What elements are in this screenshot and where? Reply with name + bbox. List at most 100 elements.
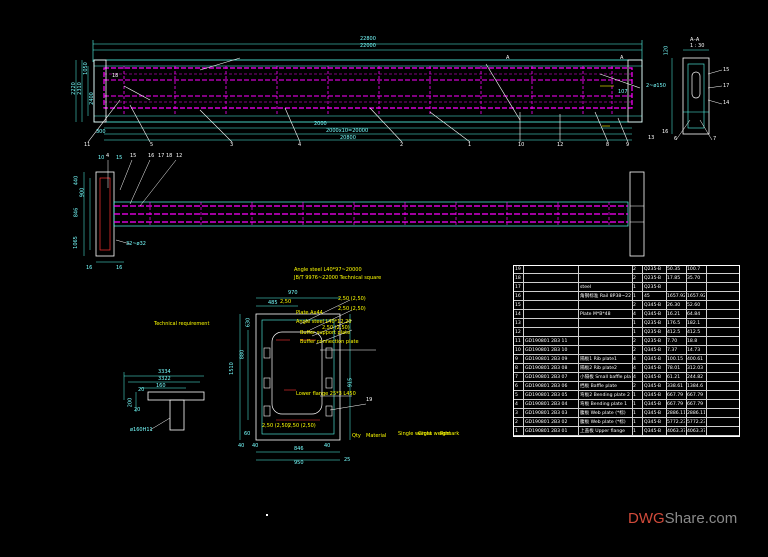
watermark-logo: DWGShare.com xyxy=(628,510,737,527)
callout-2: 2 xyxy=(400,142,404,148)
table-cell-mat: Q345-B xyxy=(644,375,662,380)
side-callout-12: 12 xyxy=(176,153,183,159)
table-cell-code xyxy=(525,329,577,337)
table-cell-name: 腹板 Web plate (*标) xyxy=(580,411,626,416)
table-cell-no: 5 xyxy=(515,393,518,398)
table-cell-mat: Q345-B xyxy=(644,312,662,317)
table-cell-no: 3 xyxy=(515,411,518,416)
side-callout-16: 16 xyxy=(148,153,155,159)
table-cell-mat: Q345-B xyxy=(644,384,662,389)
table-cell-mat: Q345-B xyxy=(644,348,662,353)
table-cell-name: 弯板 Bending plate 1 xyxy=(580,402,628,407)
table-cell-qty: 4 xyxy=(633,366,636,371)
end-dim-60: 60 xyxy=(244,431,251,437)
table-cell-qty: 1 xyxy=(633,420,636,425)
end-dim-40c: 40 xyxy=(238,443,245,449)
table-cell-name xyxy=(580,329,631,337)
end-view xyxy=(239,297,376,461)
table-cell-mat: Q345-B xyxy=(644,357,662,362)
dim-rail-length: 22000 xyxy=(360,43,376,49)
table-cell-no: 10 xyxy=(515,348,521,353)
table-cell-g: 667.79 xyxy=(687,393,704,398)
table-cell-w: 1657.92 xyxy=(667,294,685,299)
table-cell-name: 隔板1 Rib plate1 xyxy=(580,357,617,362)
table-cell-name xyxy=(580,266,631,274)
table-cell-code xyxy=(525,266,577,274)
table-cell-qty: 2 xyxy=(633,303,636,308)
table-cell-mat: Q235-B xyxy=(644,267,662,272)
table-cell-mat: Q235-B xyxy=(644,276,662,281)
footer-qty: Qty xyxy=(352,433,361,439)
end-note-1: 2,50 (2,50) xyxy=(338,296,366,302)
table-cell-qty: 2 xyxy=(633,339,636,344)
end-dim-846: 846 xyxy=(294,446,304,452)
side-dim-16b: 16 xyxy=(116,265,123,271)
table-cell-name: steel xyxy=(580,285,592,290)
table-cell-g: 667.79 xyxy=(687,402,704,407)
end-callout-19: 19 xyxy=(366,397,373,403)
table-cell-qty: 2 xyxy=(633,267,636,272)
table-cell-qty: 2 xyxy=(633,276,636,281)
table-cell-g: 2886.11 xyxy=(687,411,705,416)
callout-12: 12 xyxy=(557,142,564,148)
table-cell-code: GD190801 2B3 04 xyxy=(525,402,568,407)
side-callout-4: 4 xyxy=(106,153,110,159)
dim-bottom-2: 2000x10=20000 xyxy=(326,128,369,134)
table-cell-g: 312.03 xyxy=(687,366,704,371)
callout-10: 10 xyxy=(518,142,525,148)
top-view xyxy=(75,40,643,143)
detail-dim-20a: 20 xyxy=(138,387,145,393)
table-cell-g: 182.1 xyxy=(687,321,701,326)
table-cell-no: 8 xyxy=(515,366,518,371)
table-cell-w: 2886.11 xyxy=(667,411,685,416)
table-cell-mat: Q345-B xyxy=(644,420,662,425)
table-cell-w: 100.15 xyxy=(667,357,684,362)
table-cell-qty: 2 xyxy=(633,348,636,353)
callout-4: 4 xyxy=(298,142,302,148)
end-label-angle: Angle steel L40*12,20 xyxy=(296,319,352,325)
footer-gross-weight: Gross weight xyxy=(418,431,451,437)
table-cell-g: 4063.37 xyxy=(687,429,705,434)
table-cell-name xyxy=(580,275,631,283)
table-cell-no: 11 xyxy=(515,339,521,344)
watermark-suffix: Share.com xyxy=(664,510,738,527)
end-dim-40a: 40 xyxy=(252,443,259,449)
table-cell-g: 1657.92 xyxy=(687,294,705,299)
table-cell-name: 上盖板 Upper flange xyxy=(580,429,625,434)
detail-dim-20b: 20 xyxy=(134,407,141,413)
callout-9: 9 xyxy=(626,142,630,148)
section-title: A–A xyxy=(690,37,700,43)
callout-8: 8 xyxy=(606,142,610,148)
callout-15: 15 xyxy=(723,67,730,73)
callout-18: 18 xyxy=(112,73,119,79)
table-cell-no: 1 xyxy=(515,429,518,434)
table-cell-mat: Q235-B xyxy=(644,339,662,344)
table-cell-w xyxy=(667,284,685,292)
side-dim-1065: 1065 xyxy=(72,236,79,249)
table-cell-mat: Q235-B xyxy=(644,321,662,326)
table-cell-g: 64.84 xyxy=(687,312,701,317)
table-cell-w: 50.35 xyxy=(667,267,681,272)
side-dim-440: 440 xyxy=(73,175,80,186)
table-cell-no: 18 xyxy=(515,276,521,281)
side-view xyxy=(83,159,645,263)
section-marker-a-right: A xyxy=(620,55,624,61)
table-cell-g: 100.7 xyxy=(687,267,701,272)
table-cell-w: 176.5 xyxy=(667,321,681,326)
side-dim-15: 15 xyxy=(116,155,123,161)
table-cell-code: GD190801 2B3 01 xyxy=(525,429,568,434)
end-dim-950: 950 xyxy=(294,460,304,466)
table-cell-w: 16.21 xyxy=(667,312,681,317)
table-cell-name xyxy=(580,338,631,346)
end-dim-630: 630 xyxy=(245,317,252,328)
table-cell-qty: 1 xyxy=(633,330,636,335)
